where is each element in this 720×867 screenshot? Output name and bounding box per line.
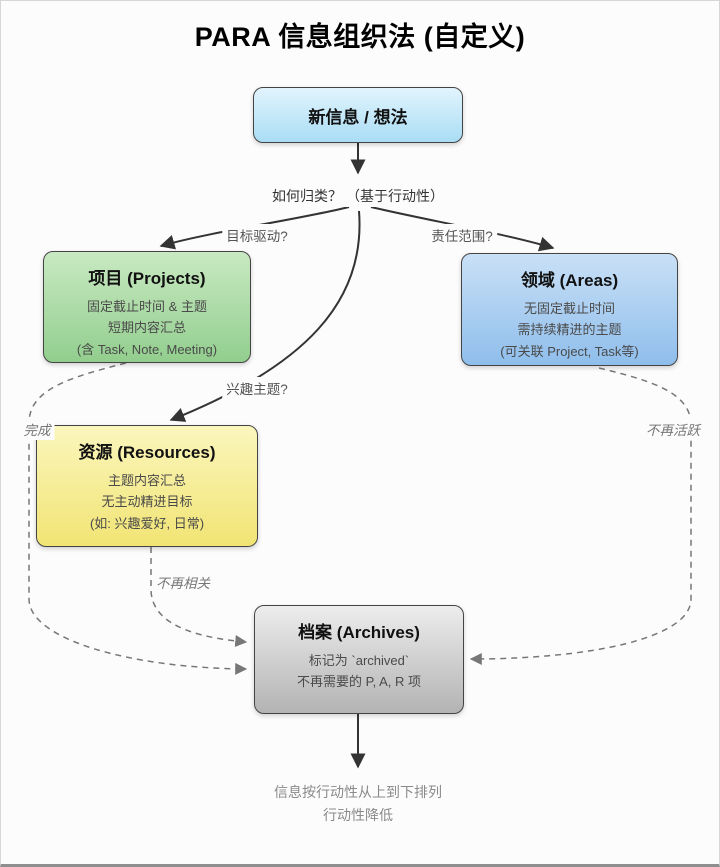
node-projects: 项目 (Projects) 固定截止时间 & 主题 短期内容汇总 (含 Task… (43, 251, 251, 363)
footer-note-line1: 信息按行动性从上到下排列 (274, 784, 442, 800)
node-archives: 档案 (Archives) 标记为 `archived` 不再需要的 P, A,… (254, 605, 464, 714)
edge-resources-archives (150, 547, 248, 647)
edge-classify-resources (169, 210, 361, 422)
edge-label-interest: 兴趣主题? (222, 377, 292, 399)
page-title: PARA 信息组织法 (自定义) (194, 22, 526, 52)
edge-label-irrelevant: 不再相关 (152, 571, 214, 593)
node-areas-title: 领域 (Areas) (520, 271, 619, 290)
node-new-info: 新信息 / 想法 (253, 87, 463, 143)
edge-areas-archives (469, 367, 692, 665)
edge-label-classify: 如何归类？ （基于行动性） (268, 185, 448, 207)
footer-note-line2: 行动性降低 (323, 807, 393, 824)
node-resources-line: 主题内容汇总 (107, 473, 186, 488)
node-projects-line: (含 Task, Note, Meeting) (76, 341, 218, 357)
node-areas-line: (可关联 Project, Task等) (500, 343, 639, 359)
edge-label-goal-driven: 目标驱动? (222, 224, 292, 246)
node-areas-line: 需持续精进的主题 (517, 322, 622, 338)
footer-note: 信息按行动性从上到下排列 行动性降低 (1, 781, 715, 827)
node-resources-line: (如: 兴趣爱好, 日常) (89, 515, 205, 531)
node-areas-line: 无固定截止时间 (523, 301, 615, 316)
node-archives-line: 标记为 `archived` (308, 653, 410, 668)
node-new-info-title: 新信息 / 想法 (308, 107, 408, 127)
node-resources-title: 资源 (Resources) (78, 443, 216, 462)
edge-projects-archives (28, 362, 248, 675)
node-projects-line: 短期内容汇总 (107, 320, 186, 336)
node-archives-line: 不再需要的 P, A, R 项 (296, 674, 421, 690)
node-archives-title: 档案 (Archives) (298, 623, 420, 642)
edge-label-responsibility: 责任范围? (427, 224, 497, 246)
node-resources: 资源 (Resources) 主题内容汇总 无主动精进目标 (如: 兴趣爱好, … (36, 425, 258, 547)
node-projects-title: 项目 (Projects) (88, 269, 206, 288)
edge-label-inactive: 不再活跃 (642, 418, 704, 440)
edge-label-done: 完成 (19, 418, 55, 440)
node-areas: 领域 (Areas) 无固定截止时间 需持续精进的主题 (可关联 Project… (461, 253, 678, 366)
node-projects-line: 固定截止时间 & 主题 (87, 299, 207, 314)
node-resources-line: 无主动精进目标 (101, 494, 193, 510)
